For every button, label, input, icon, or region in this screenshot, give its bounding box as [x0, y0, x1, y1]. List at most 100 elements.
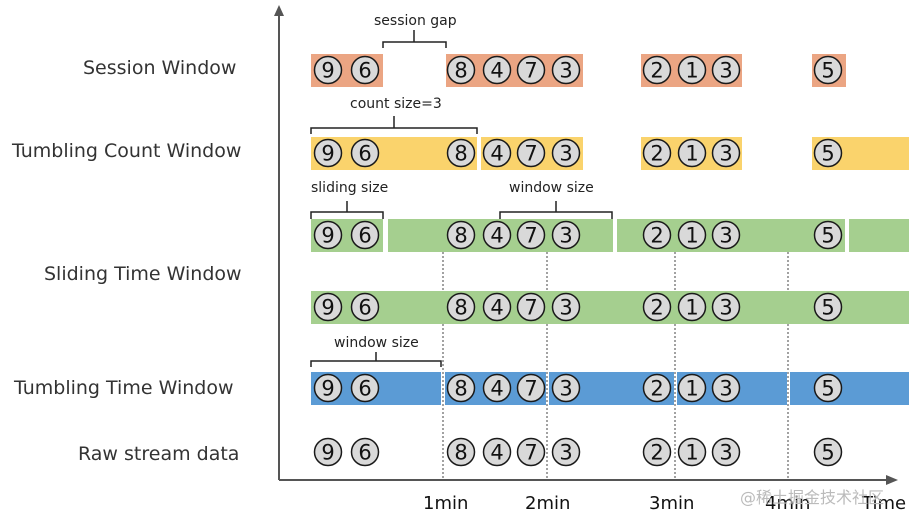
event-circle-tumbling-time: 3	[551, 373, 581, 403]
minute-gridlines	[442, 252, 789, 480]
event-value: 3	[719, 59, 732, 83]
tick-4min: 4min	[765, 493, 810, 514]
event-value: 3	[559, 441, 572, 465]
event-circle-raw: 6	[350, 437, 380, 467]
event-value: 1	[685, 224, 698, 248]
event-circle-tumbling-time: 6	[350, 373, 380, 403]
event-circle-raw: 5	[813, 437, 843, 467]
event-value: 3	[559, 224, 572, 248]
x-axis-arrow	[886, 475, 898, 485]
tick-3min: 3min	[649, 493, 694, 514]
event-value: 1	[685, 296, 698, 320]
event-value: 5	[821, 441, 834, 465]
event-value: 1	[685, 59, 698, 83]
event-circle-count: 4	[482, 138, 512, 168]
event-circle-count: 1	[677, 138, 707, 168]
event-circle-sliding-lower: 7	[516, 292, 546, 322]
event-value: 9	[321, 224, 334, 248]
event-circle-sliding-upper: 3	[551, 220, 581, 250]
event-circle-raw: 2	[642, 437, 672, 467]
event-circle-sliding-upper: 7	[516, 220, 546, 250]
window-size-tumbling-label: window size	[334, 335, 419, 351]
event-circle-raw: 3	[711, 437, 741, 467]
event-circle-raw: 7	[516, 437, 546, 467]
event-value: 3	[719, 224, 732, 248]
event-value: 6	[358, 142, 371, 166]
event-value: 2	[650, 59, 663, 83]
event-circle-session: 9	[313, 55, 343, 85]
brackets	[310, 30, 613, 367]
y-axis-arrow	[274, 5, 284, 16]
window-size-sliding-label: window size	[509, 180, 594, 196]
sliding-window-a4	[849, 219, 909, 252]
event-circle-tumbling-time: 9	[313, 373, 343, 403]
event-value: 8	[454, 377, 467, 401]
row-label-session: Session Window	[83, 57, 236, 79]
event-circle-tumbling-time: 2	[642, 373, 672, 403]
event-circle-count: 2	[642, 138, 672, 168]
event-circle-raw: 8	[446, 437, 476, 467]
tick-2min: 2min	[525, 493, 570, 514]
event-circle-session: 4	[482, 55, 512, 85]
event-circle-session: 6	[350, 55, 380, 85]
row-label-count: Tumbling Count Window	[11, 140, 241, 162]
event-value: 6	[358, 59, 371, 83]
event-circle-sliding-lower: 9	[313, 292, 343, 322]
event-value: 1	[685, 142, 698, 166]
event-circle-raw: 1	[677, 437, 707, 467]
event-circle-count: 3	[551, 138, 581, 168]
event-value: 8	[454, 142, 467, 166]
event-circle-sliding-upper: 6	[350, 220, 380, 250]
window-size-tumbling-bracket	[310, 352, 442, 367]
event-value: 5	[821, 224, 834, 248]
event-value: 6	[358, 224, 371, 248]
event-circle-sliding-upper: 8	[446, 220, 476, 250]
event-circle-session: 1	[677, 55, 707, 85]
event-value: 9	[321, 142, 334, 166]
event-value: 4	[490, 377, 503, 401]
event-value: 9	[321, 441, 334, 465]
event-circle-sliding-lower: 4	[482, 292, 512, 322]
event-circle-tumbling-time: 7	[516, 373, 546, 403]
event-value: 8	[454, 59, 467, 83]
event-value: 9	[321, 377, 334, 401]
event-value: 9	[321, 296, 334, 320]
session-gap-bracket	[382, 30, 447, 48]
event-circle-session: 5	[813, 55, 843, 85]
event-value: 8	[454, 224, 467, 248]
event-circle-sliding-lower: 5	[813, 292, 843, 322]
count-size-label: count size=3	[350, 96, 442, 112]
event-value: 4	[490, 441, 503, 465]
event-circle-count: 7	[516, 138, 546, 168]
event-value: 2	[650, 441, 663, 465]
event-circle-sliding-upper: 3	[711, 220, 741, 250]
event-circle-tumbling-time: 4	[482, 373, 512, 403]
event-value: 5	[821, 377, 834, 401]
event-value: 8	[454, 441, 467, 465]
event-circle-session: 3	[551, 55, 581, 85]
event-value: 6	[358, 377, 371, 401]
event-value: 6	[358, 296, 371, 320]
event-value: 5	[821, 59, 834, 83]
event-circle-sliding-upper: 5	[813, 220, 843, 250]
tumbling-time-window-5	[790, 372, 909, 405]
event-circle-sliding-lower: 3	[711, 292, 741, 322]
row-label-raw: Raw stream data	[78, 443, 239, 465]
event-value: 2	[650, 377, 663, 401]
event-value: 3	[719, 441, 732, 465]
event-value: 7	[524, 142, 537, 166]
row-label-sliding: Sliding Time Window	[44, 263, 242, 285]
event-value: 8	[454, 296, 467, 320]
event-value: 7	[524, 224, 537, 248]
event-value: 4	[490, 142, 503, 166]
event-circle-sliding-lower: 2	[642, 292, 672, 322]
tick-1min: 1min	[423, 493, 468, 514]
event-circle-count: 5	[813, 138, 843, 168]
event-value: 7	[524, 59, 537, 83]
event-value: 2	[650, 142, 663, 166]
event-value: 3	[719, 142, 732, 166]
count-size-bracket	[310, 116, 478, 134]
event-circle-raw: 9	[313, 437, 343, 467]
